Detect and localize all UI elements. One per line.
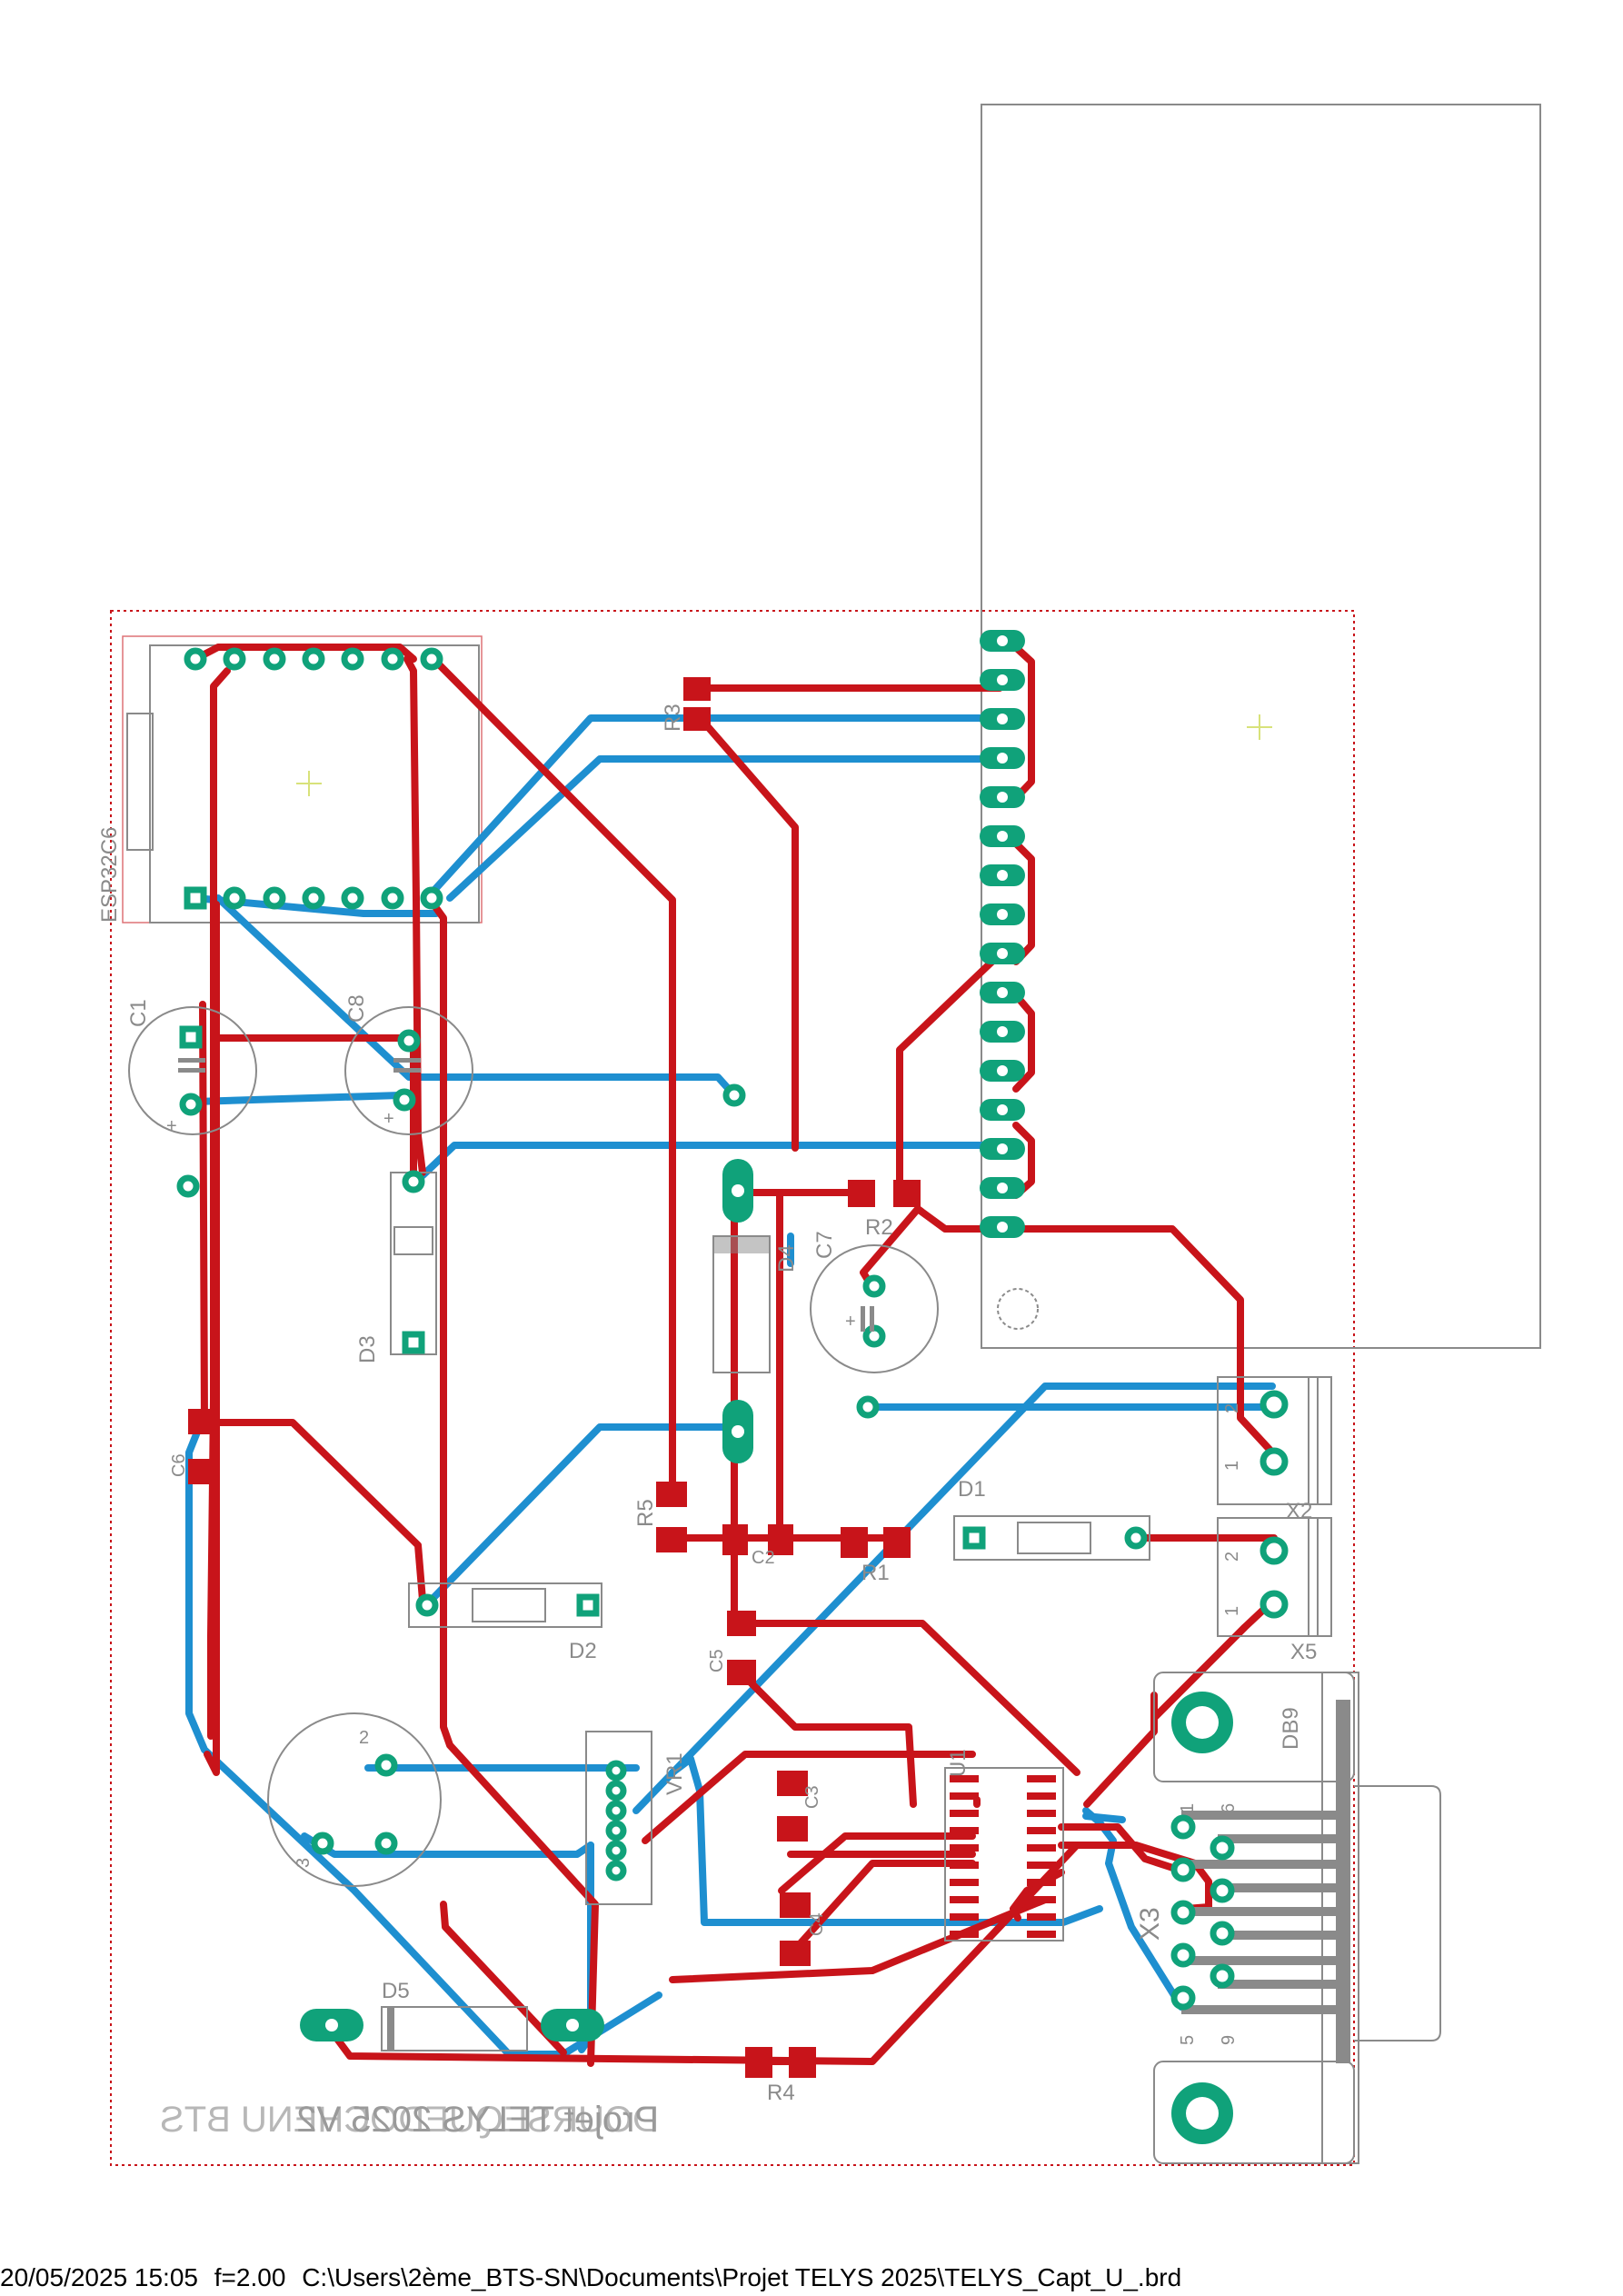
mirrored-text-line-1: Projet TELYS 2025 V2 [296, 2100, 659, 2140]
footer-timestamp: 20/05/2025 15:05 [0, 2263, 198, 2291]
plot-footer: 20/05/2025 15:05 f=2.00 C:\Users\2ème_BT… [0, 2263, 1623, 2296]
r5-label: R5 [633, 1499, 658, 1527]
board-outline [110, 610, 1355, 2166]
x2-pin1-label: 1 [1222, 1461, 1242, 1471]
module-outline [981, 104, 1541, 1349]
esp32-antenna [126, 713, 154, 851]
footer-factor: f=2.00 [214, 2263, 286, 2291]
db9-label: DB9 [1279, 1707, 1303, 1750]
d3-label: D3 [355, 1335, 380, 1363]
x3-pin9-label: 9 [1219, 2035, 1239, 2045]
c1-label: C1 [126, 999, 151, 1027]
r2-label: R2 [865, 1215, 893, 1240]
mirrored-board-text: Projet TELYS 2025 V2 DOURSEQUEDOCHENU BT… [160, 2100, 659, 2140]
vr1-label: VR1 [662, 1752, 687, 1795]
x2-label: X2 [1286, 1499, 1312, 1523]
c4-label: C4 [807, 1912, 827, 1936]
din-pin2-label: 2 [359, 1728, 369, 1748]
r4-label: R4 [767, 2081, 795, 2105]
smd-pads [188, 677, 1056, 2078]
c3-label: C3 [802, 1785, 822, 1809]
d4-label: D4 [774, 1244, 799, 1273]
module-origin-cross [1247, 714, 1272, 740]
c7-plus-label: + [845, 1312, 856, 1332]
mirrored-text-line-2: DOURSEQUEDOCHENU BTS [160, 2100, 659, 2140]
x3-pin1-label: 1 [1178, 1803, 1198, 1813]
footer-file-path: C:\Users\2ème_BTS-SN\Documents\Projet TE… [302, 2263, 1182, 2291]
c5-label: C5 [707, 1649, 727, 1672]
esp32-outline [122, 635, 483, 923]
x5-label: X5 [1290, 1640, 1317, 1664]
c8-label: C8 [344, 994, 369, 1023]
x3-pin5-label: 5 [1178, 2035, 1198, 2045]
d5-label: D5 [382, 1979, 410, 2003]
esp-label: ESP32C6 [97, 827, 122, 923]
tht-pads [176, 647, 1289, 2011]
c1-plus-label: + [166, 1116, 177, 1136]
r1-label: R1 [861, 1561, 890, 1585]
header-column-holes [997, 635, 1008, 1233]
x5-pin1-label: 1 [1222, 1606, 1242, 1616]
db9-pins [1181, 1700, 1350, 2063]
c2-label: C2 [752, 1548, 775, 1568]
x5-pin2-label: 2 [1222, 1552, 1242, 1562]
c8-plus-label: + [383, 1109, 394, 1129]
x3-pin6-label: 6 [1219, 1803, 1239, 1813]
c6-label: C6 [169, 1453, 189, 1477]
x2-pin2-label: 2 [1222, 1403, 1242, 1413]
db9-mount-holes [1171, 1692, 1233, 2144]
oval-pad-holes [325, 1184, 744, 2031]
u1-label: U1 [946, 1749, 971, 1777]
labels: ESP32C6 C1 C8 C7 D3 D4 R3 R2 C6 R5 C2 R1… [97, 704, 1317, 2140]
top-copper-traces [192, 637, 1278, 2067]
x3-label: X3 [1135, 1907, 1165, 1941]
din-pin3-label: 3 [294, 1858, 314, 1868]
r3-label: R3 [661, 704, 685, 732]
esp32-center-cross [296, 771, 322, 796]
c7-label: C7 [812, 1231, 837, 1259]
module-mount-hole [997, 1288, 1039, 1330]
header-column [980, 630, 1025, 1238]
d2-label: D2 [569, 1639, 597, 1663]
component-outlines [128, 1006, 1441, 2164]
d1-label: D1 [958, 1477, 986, 1502]
cap-polarity-marks [178, 1058, 874, 1332]
